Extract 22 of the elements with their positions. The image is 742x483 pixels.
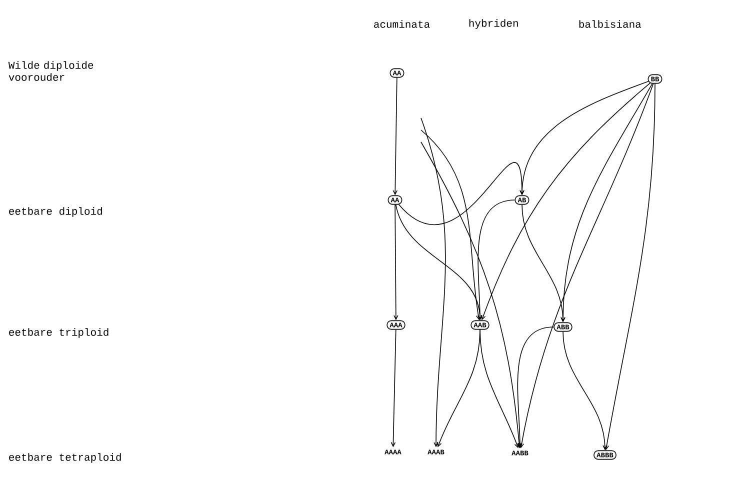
arrow — [420, 130, 481, 320]
column-header: acuminata — [374, 20, 430, 28]
arrow — [480, 329, 519, 448]
row-label: eetbare diploid — [9, 207, 102, 217]
column-header: balbisiana — [579, 20, 642, 28]
arrow — [392, 77, 398, 196]
row-label: eetbare tetraploid — [9, 453, 121, 463]
column-header: hybriden — [469, 19, 518, 29]
arrow — [394, 204, 398, 320]
row-label: eetbare triploid — [9, 328, 108, 338]
arrow — [562, 331, 608, 450]
arrow — [420, 142, 522, 448]
row-label: Wilde diploide voorouder — [8, 61, 94, 81]
arrow — [478, 200, 516, 320]
arrow — [390, 329, 396, 448]
arrow — [604, 83, 656, 450]
arrow — [519, 83, 654, 448]
arrow — [420, 118, 446, 448]
arrow — [398, 162, 524, 226]
arrow — [517, 326, 554, 448]
arrow — [481, 82, 651, 320]
arrow — [560, 83, 653, 322]
